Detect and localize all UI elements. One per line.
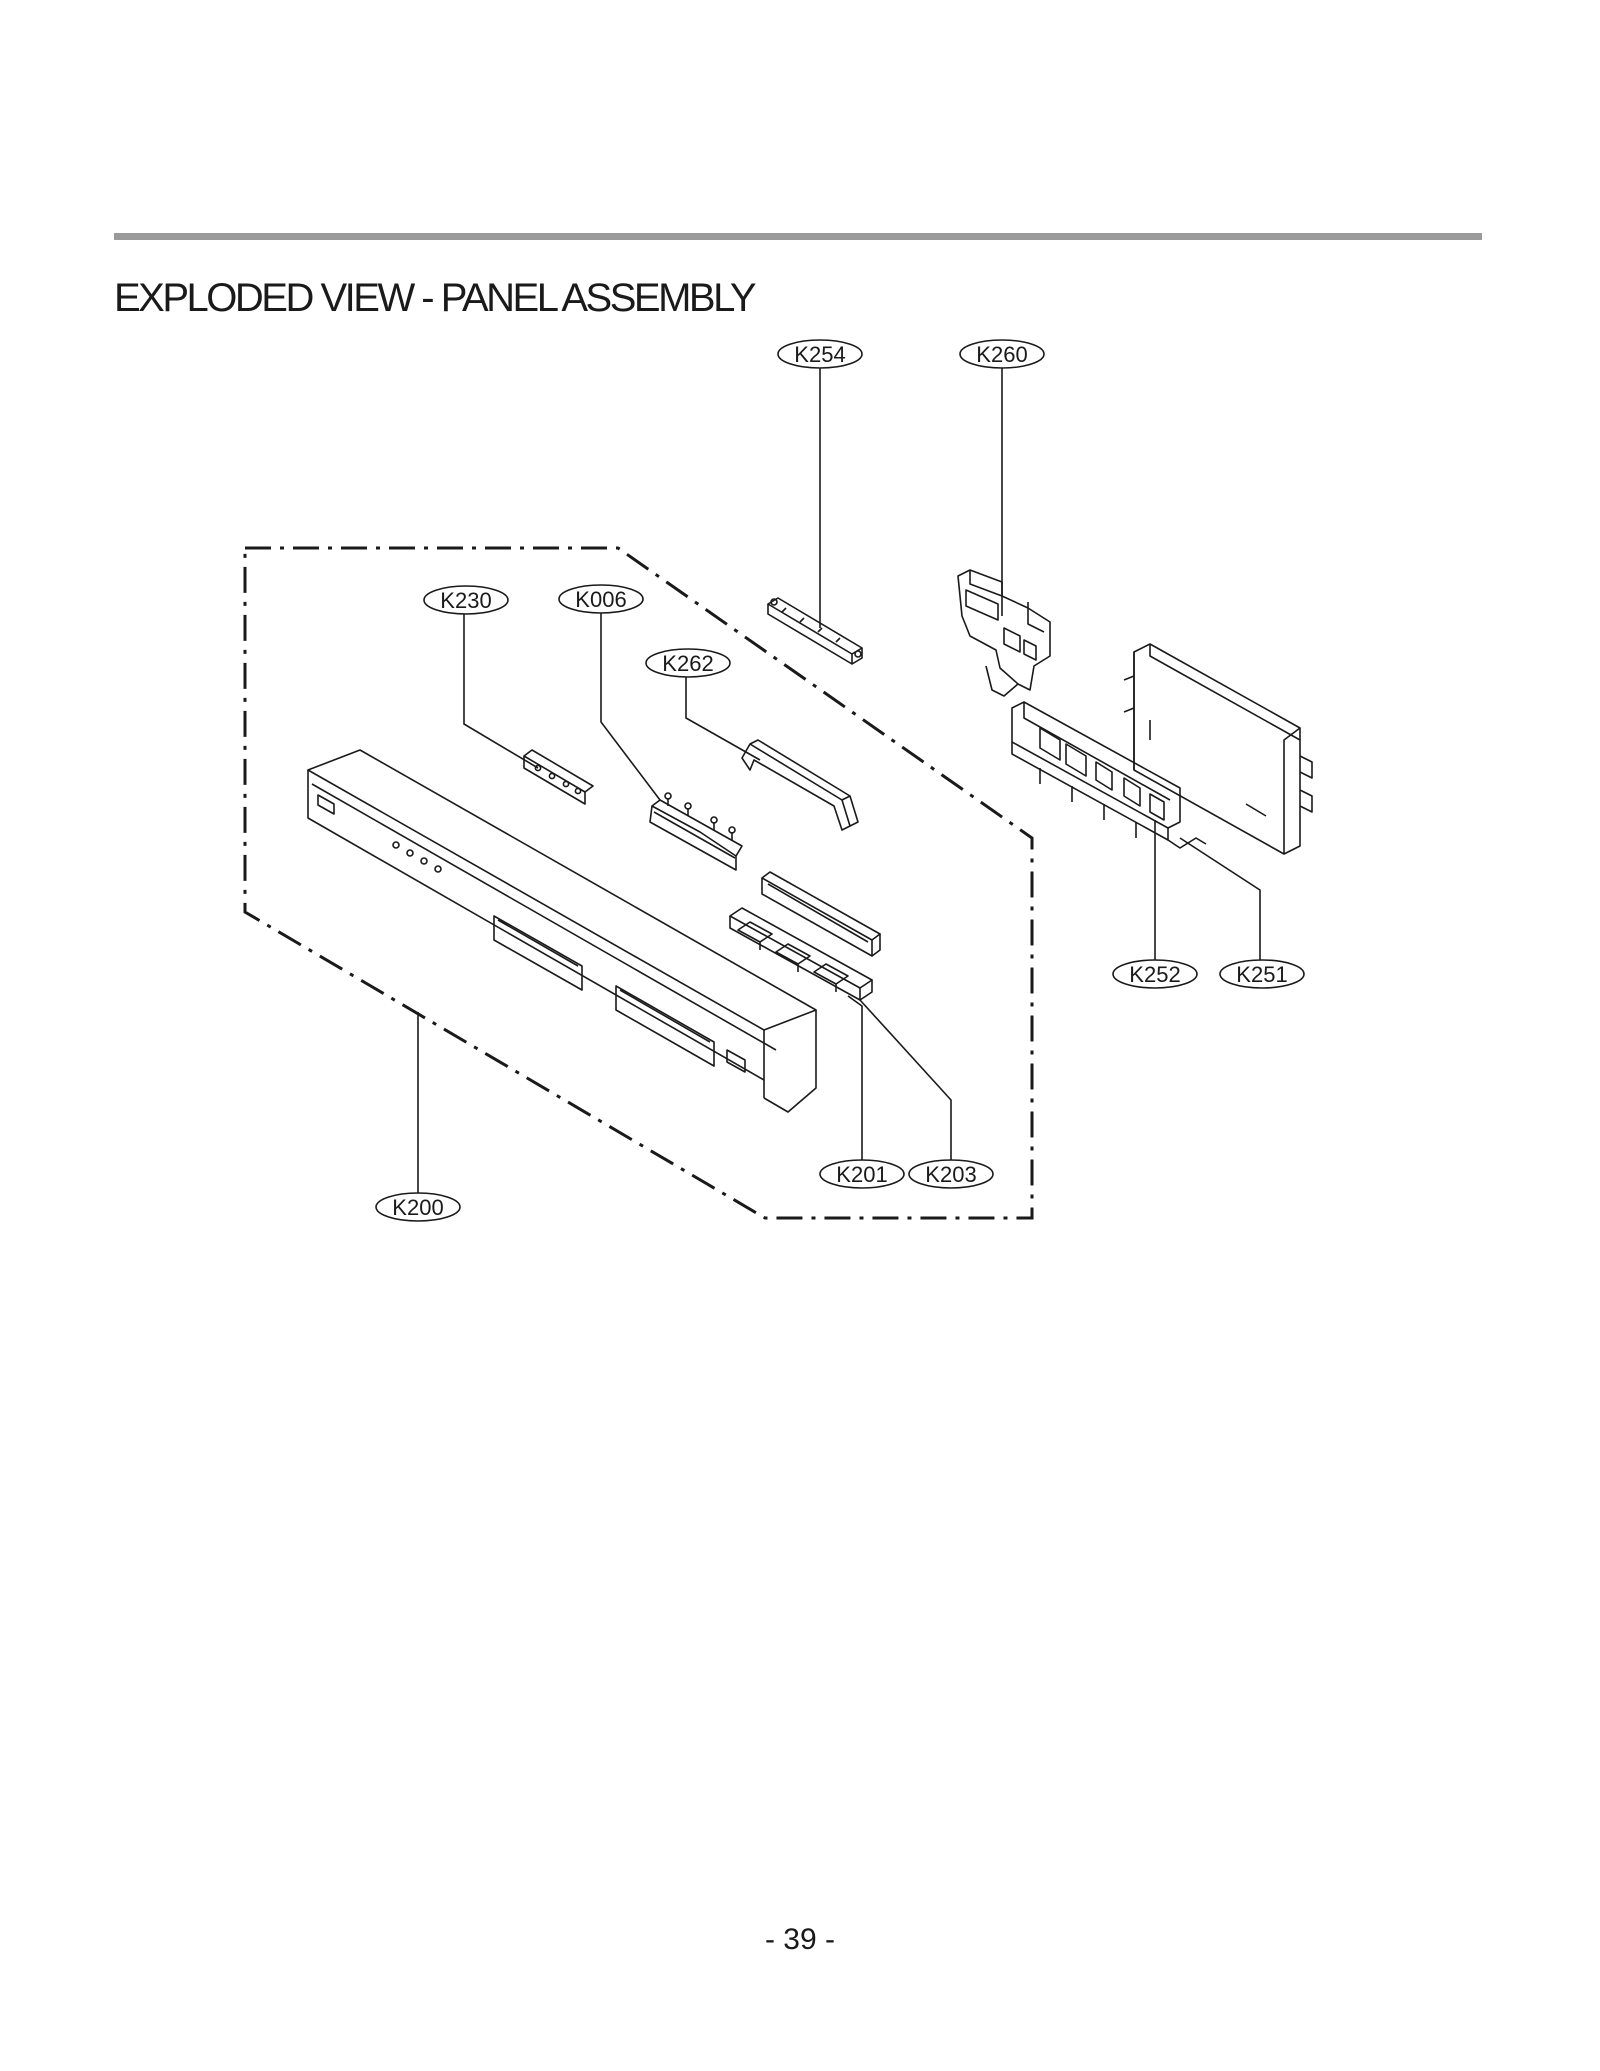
leader-k230 — [463, 614, 539, 769]
callout-k260: K260 — [959, 339, 1045, 369]
callout-k201: K201 — [819, 1159, 905, 1189]
leader-k203 — [859, 999, 952, 1160]
display-window-part — [649, 792, 743, 871]
leader-lines — [417, 367, 1261, 1193]
callout-label: K201 — [836, 1162, 887, 1187]
switch-module-part — [957, 569, 1051, 697]
top-rule — [114, 233, 1482, 240]
front-panel-part — [307, 749, 817, 1113]
leader-k262 — [685, 677, 761, 761]
callout-label: K230 — [440, 588, 491, 613]
callout-label: K006 — [575, 587, 626, 612]
push-button-part — [729, 907, 873, 1001]
callout-k230: K230 — [423, 585, 509, 615]
callout-label: K251 — [1236, 962, 1287, 987]
page-title: EXPLODED VIEW - PANEL ASSEMBLY — [114, 276, 757, 320]
pcb-frame-part — [1011, 701, 1207, 849]
callout-label: K262 — [662, 651, 713, 676]
callout-k254: K254 — [777, 339, 863, 369]
small-bracket-part — [523, 749, 594, 805]
callout-label: K254 — [794, 342, 845, 367]
callout-label: K260 — [976, 342, 1027, 367]
leader-k251 — [1179, 837, 1261, 960]
callout-k203: K203 — [908, 1159, 994, 1189]
connector-bracket-part — [767, 597, 863, 665]
pcb-assembly-part — [1123, 643, 1313, 855]
callout-k200: K200 — [375, 1192, 461, 1222]
callout-label: K200 — [392, 1195, 443, 1220]
assembly-boundary — [243, 546, 1034, 1220]
callout-k252: K252 — [1112, 959, 1198, 989]
leader-k201 — [847, 995, 863, 1160]
callout-k262: K262 — [645, 648, 731, 678]
page-number: - 39 - — [764, 1923, 836, 1956]
arched-bracket-part — [741, 739, 859, 831]
callout-label: K252 — [1129, 962, 1180, 987]
button-cover-part — [761, 871, 881, 957]
callout-k006: K006 — [558, 584, 644, 614]
callout-label: K203 — [925, 1162, 976, 1187]
leader-k006 — [600, 613, 661, 801]
callout-k251: K251 — [1219, 959, 1305, 989]
